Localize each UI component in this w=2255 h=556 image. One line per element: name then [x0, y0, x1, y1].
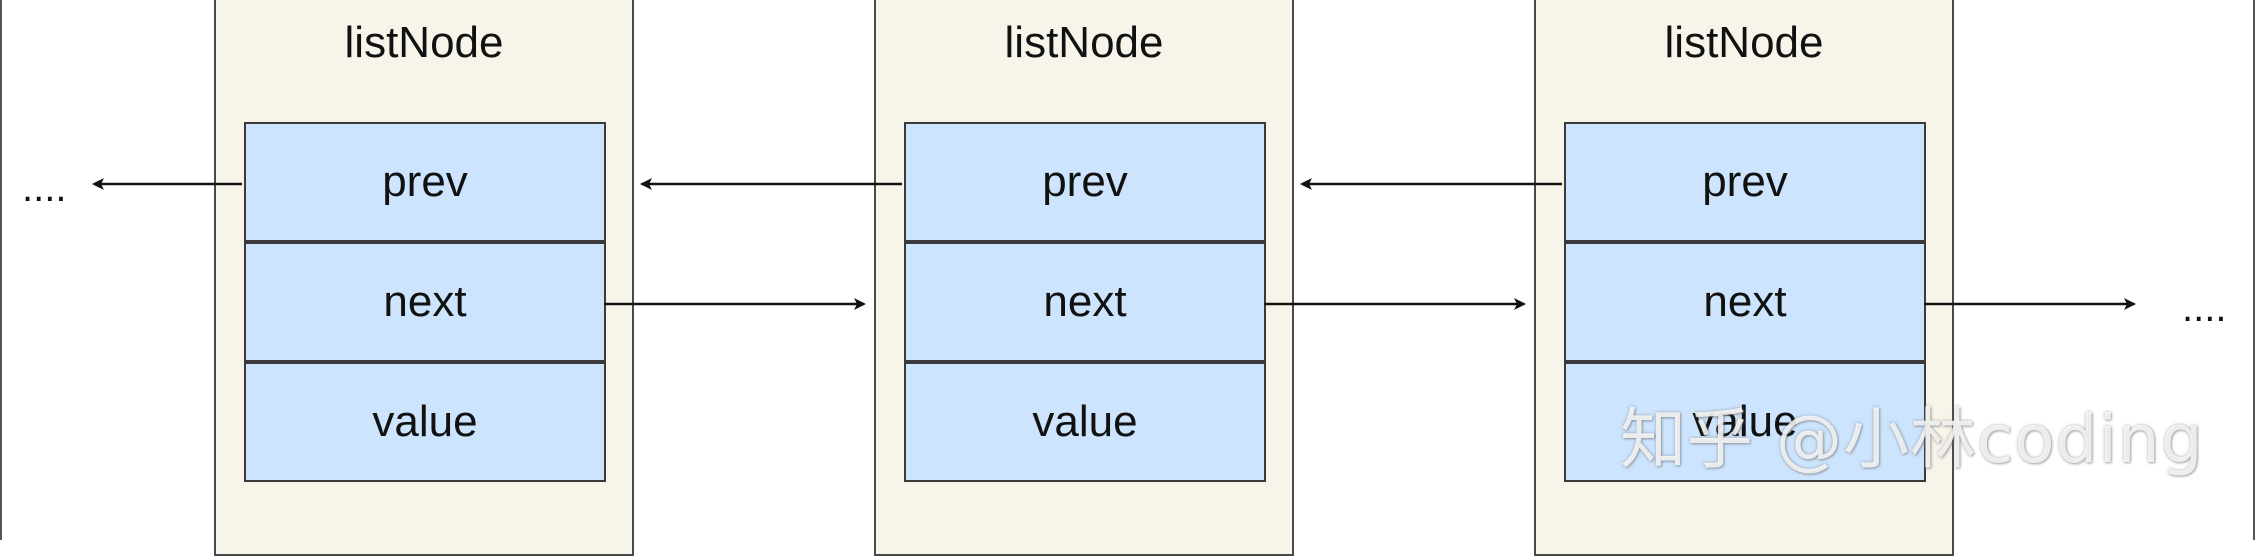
field-value: value — [904, 362, 1266, 482]
field-value: value — [1564, 362, 1926, 482]
field-prev: prev — [1564, 122, 1926, 242]
field-next: next — [904, 242, 1266, 362]
field-prev: prev — [244, 122, 606, 242]
node-title: listNode — [1004, 18, 1164, 67]
ellipsis-left: .... — [22, 166, 67, 210]
node-title: listNode — [344, 18, 504, 67]
field-prev: prev — [904, 122, 1266, 242]
list-node-3: listNode prev next value — [1534, 0, 1954, 556]
list-node-2: listNode prev next value — [874, 0, 1294, 556]
arrows-layer — [92, 178, 2136, 310]
ellipsis-right: .... — [2182, 286, 2227, 330]
field-next: next — [1564, 242, 1926, 362]
watermark: 知乎 @小林coding — [1620, 401, 2204, 478]
field-value: value — [244, 362, 606, 482]
field-next: next — [244, 242, 606, 362]
list-node-1: listNode prev next value — [214, 0, 634, 556]
node-title: listNode — [1664, 18, 1824, 67]
